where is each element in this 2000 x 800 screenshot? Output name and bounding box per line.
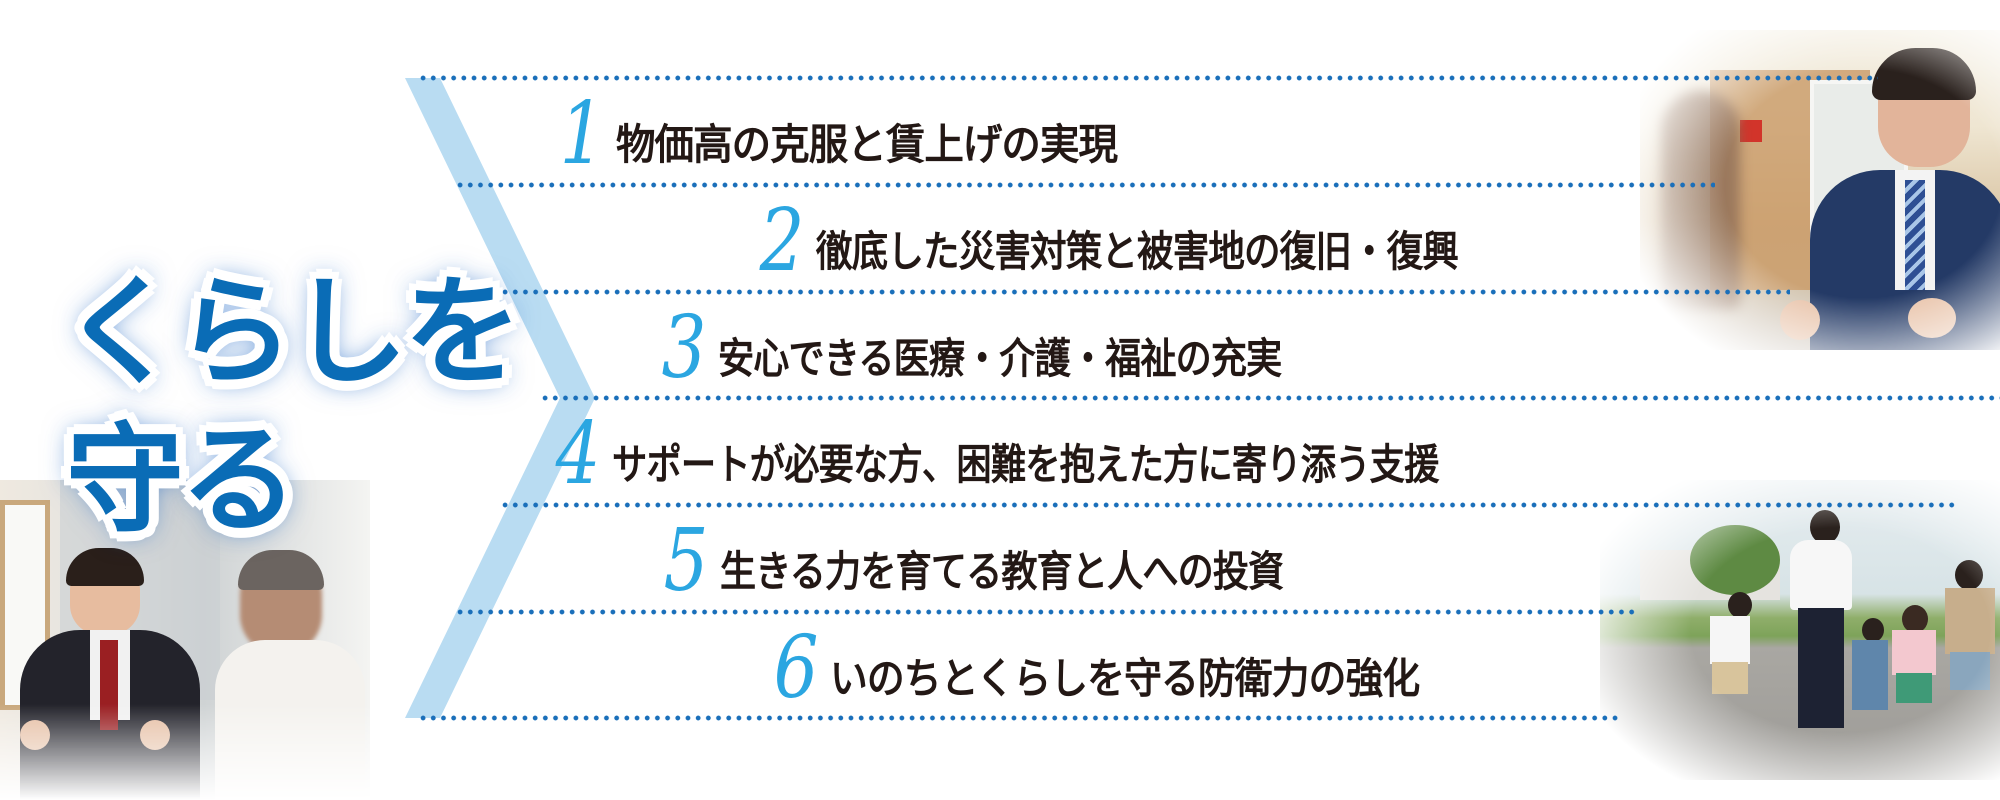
policy-item-1: 1 物価高の克服と賃上げの実現 <box>552 84 1149 184</box>
separator-line <box>540 395 2000 401</box>
separator-line <box>418 75 1878 81</box>
item-number: 2 <box>759 191 805 291</box>
item-number: 4 <box>555 404 601 504</box>
item-text: 徹底した災害対策と被害地の復旧・復興 <box>816 227 1459 276</box>
policy-item-2: 2 徹底した災害対策と被害地の復旧・復興 <box>752 191 1554 291</box>
item-number: 6 <box>773 618 819 718</box>
separator-line <box>418 715 1618 721</box>
page-title-line1: くらしを <box>62 263 522 401</box>
item-number: 1 <box>559 84 605 184</box>
page-title-line2: 守る <box>66 411 298 549</box>
policy-item-3: 3 安心できる医療・介護・福祉の充実 <box>654 298 1373 398</box>
politician-conversation-photo <box>0 480 370 800</box>
item-text: いのちとくらしを守る防衛力の強化 <box>830 654 1420 703</box>
separator-line <box>455 609 1635 615</box>
separator-line <box>500 289 1790 295</box>
politician-interview-photo <box>1640 30 2000 350</box>
item-number: 3 <box>661 298 707 398</box>
item-text: 安心できる医療・介護・福祉の充実 <box>718 334 1282 383</box>
item-text: 生きる力を育てる教育と人への投資 <box>720 547 1284 596</box>
policy-item-4: 4 サポートが必要な方、困難を抱えた方に寄り添う支援 <box>548 404 1596 504</box>
separator-line <box>500 502 1955 508</box>
item-text: 物価高の克服と賃上げの実現 <box>616 120 1118 169</box>
family-walk-photo <box>1600 480 2000 780</box>
item-text: サポートが必要な方、困難を抱えた方に寄り添う支援 <box>612 440 1439 489</box>
policy-item-5: 5 生きる力を育てる教育と人への投資 <box>656 511 1375 611</box>
item-number: 5 <box>663 511 709 611</box>
policy-item-6: 6 いのちとくらしを守る防衛力の強化 <box>766 618 1485 718</box>
separator-line <box>455 182 1715 188</box>
